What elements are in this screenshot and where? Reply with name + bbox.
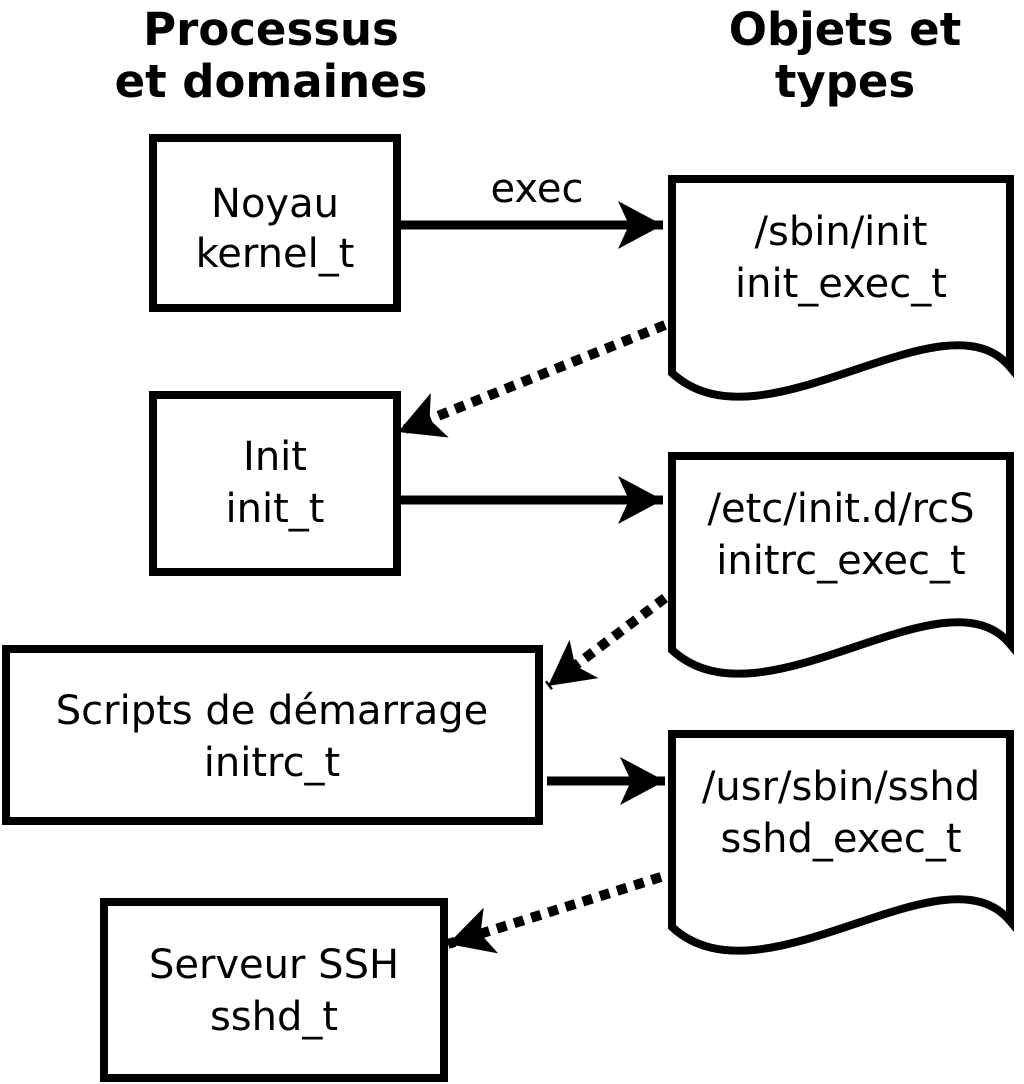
document-etc-initd-rcs-path: /etc/init.d/rcS [707, 486, 974, 532]
document-etc-initd-rcs: /etc/init.d/rcS initrc_exec_t [668, 452, 1014, 678]
right-column-header-line2: types [775, 55, 915, 108]
document-sbin-init-type: init_exec_t [735, 261, 947, 307]
document-etc-initd-rcs-type: initrc_exec_t [716, 538, 965, 584]
document-sbin-init-shape [668, 175, 1014, 401]
process-box-init-name: Init [243, 434, 307, 480]
exec-arrow-label: exec [491, 166, 584, 212]
left-column-header-line1: Processus [143, 3, 399, 56]
process-box-kernel-name: Noyau [211, 181, 339, 227]
process-box-initrc-type: initrc_t [204, 740, 341, 786]
left-column-header: Processus et domaines [115, 3, 428, 108]
process-box-init-rect [149, 391, 401, 576]
document-usr-sbin-sshd-shape [668, 730, 1014, 955]
document-sbin-init: /sbin/init init_exec_t [668, 175, 1014, 401]
document-sbin-init-path: /sbin/init [755, 209, 928, 255]
left-column-header-line2: et domaines [115, 55, 428, 108]
transition-arrow-sshd-binary-to-sshd-domain [446, 872, 663, 954]
document-usr-sbin-sshd-path: /usr/sbin/sshd [702, 764, 980, 810]
process-box-sshd-rect [100, 898, 448, 1082]
process-box-initrc: Scripts de démarrage initrc_t [2, 645, 543, 825]
arrows: exec [396, 166, 669, 954]
process-box-init: Init init_t [149, 391, 401, 576]
process-box-initrc-rect [2, 645, 543, 825]
document-usr-sbin-sshd-type: sshd_exec_t [720, 816, 961, 862]
process-box-sshd-type: sshd_t [210, 994, 338, 1040]
process-box-kernel-rect [149, 134, 401, 312]
process-box-init-type: init_t [226, 486, 325, 532]
right-column-header-line1: Objets et [729, 3, 961, 56]
process-box-sshd-name: Serveur SSH [149, 942, 399, 988]
transition-arrow-init-binary-to-init-domain [396, 320, 667, 438]
right-column-header: Objets et types [729, 3, 961, 108]
document-usr-sbin-sshd: /usr/sbin/sshd sshd_exec_t [668, 730, 1014, 955]
process-box-kernel: Noyau kernel_t [149, 134, 401, 312]
process-box-initrc-name: Scripts de démarrage [56, 688, 488, 734]
process-box-kernel-type: kernel_t [196, 231, 355, 277]
process-box-sshd: Serveur SSH sshd_t [100, 898, 448, 1082]
document-etc-initd-rcs-shape [668, 452, 1014, 678]
transition-arrow-rcs-script-to-initrc-domain [544, 594, 669, 690]
